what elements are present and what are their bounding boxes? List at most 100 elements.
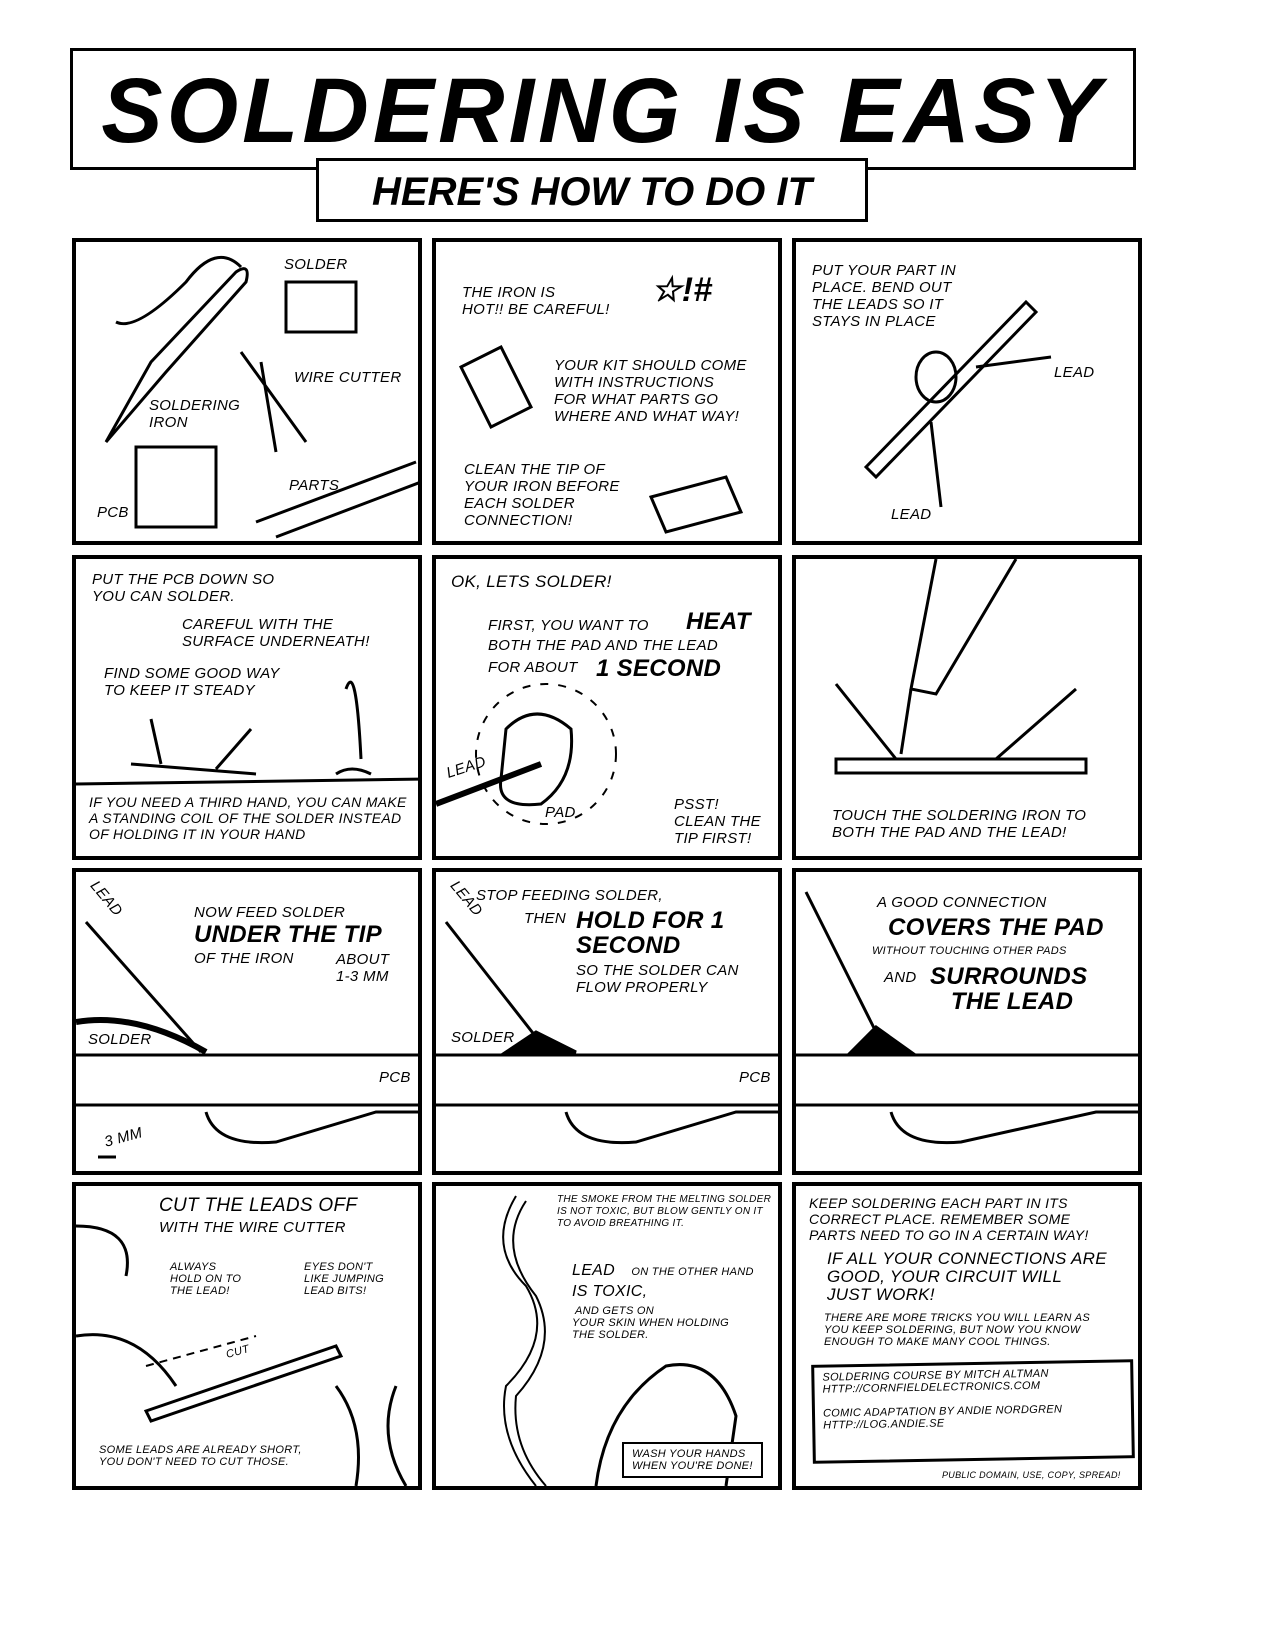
text-if-all-good: IF ALL YOUR CONNECTIONS ARE GOOD, YOUR C… [827, 1249, 1107, 1304]
text-about-mm: ABOUT 1-3 MM [336, 951, 390, 985]
text-lead-word: LEAD [572, 1262, 615, 1279]
panel-touch: TOUCH THE SOLDERING IRON TO BOTH THE PAD… [792, 555, 1142, 860]
cut-illustration [76, 1224, 408, 1486]
panel-feed-solder: LEAD NOW FEED SOLDER UNDER THE TIP OF TH… [72, 868, 422, 1175]
feed-illustration [76, 921, 418, 1159]
panel-tools: SOLDER WIRE CUTTER SOLDERING IRON PARTS … [72, 238, 422, 545]
part-illustration [863, 299, 1052, 508]
panel-safety: THE IRON IS HOT!! BE CAREFUL! ☆!# YOUR K… [432, 238, 782, 545]
pad-icon [499, 712, 574, 807]
instructions-icon [458, 344, 534, 430]
label-lead: LEAD [891, 506, 932, 523]
text-of-iron: OF THE IRON [194, 950, 294, 967]
text-ok-solder: OK, LETS SOLDER! [451, 572, 612, 591]
text-is-toxic: IS TOXIC, [572, 1283, 648, 1300]
safety-illustration [458, 344, 744, 534]
label-pcb: PCB [379, 1069, 411, 1086]
label-lead: LEAD [1054, 364, 1095, 381]
text-touch-iron: TOUCH THE SOLDERING IRON TO BOTH THE PAD… [832, 807, 1087, 841]
label-soldering-iron: SOLDERING IRON [149, 397, 241, 431]
text-one-second: 1 SECOND [596, 655, 722, 682]
credits-box: SOLDERING COURSE BY MITCH ALTMAN HTTP://… [811, 1359, 1135, 1464]
smoke-icon [502, 1195, 539, 1486]
text-iron-hot: THE IRON IS HOT!! BE CAREFUL! [462, 284, 610, 318]
panel-hold: LEAD STOP FEEDING SOLDER, THEN HOLD FOR … [432, 868, 782, 1175]
text-keep-soldering: KEEP SOLDERING EACH PART IN ITS CORRECT … [809, 1195, 1089, 1243]
text-heat: HEAT [686, 608, 751, 635]
label-solder: SOLDER [284, 256, 348, 273]
soldering-iron-icon [104, 267, 249, 443]
text-put-part: PUT YOUR PART IN PLACE. BEND OUT THE LEA… [812, 262, 956, 330]
touch-illustration [834, 559, 1088, 775]
text-hold-second: HOLD FOR 1 SECOND [576, 907, 725, 959]
text-first: FIRST, YOU WANT TO [488, 617, 649, 634]
text-smoke: THE SMOKE FROM THE MELTING SOLDER IS NOT… [557, 1194, 772, 1229]
title-box: SOLDERING IS EASY [70, 48, 1136, 170]
label-solder: SOLDER [451, 1029, 515, 1046]
text-good-connection: A GOOD CONNECTION [877, 894, 1047, 911]
text-surrounds-lead: SURROUNDS THE LEAD [930, 963, 1088, 1015]
connection-illustration [796, 891, 1138, 1145]
wash-hands-note: WASH YOUR HANDS WHEN YOU'RE DONE! [622, 1442, 763, 1478]
text-under-tip: UNDER THE TIP [194, 921, 382, 948]
label-solder: SOLDER [88, 1031, 152, 1048]
hold-illustration [436, 921, 778, 1145]
text-psst: PSST! CLEAN THE TIP FIRST! [674, 796, 761, 847]
exclamation-symbols: ☆!# [651, 271, 713, 309]
text-short-leads: SOME LEADS ARE ALREADY SHORT, YOU DON'T … [99, 1444, 302, 1468]
text-more-tricks: THERE ARE MORE TRICKS YOU WILL LEARN AS … [824, 1312, 1090, 1348]
text-then: THEN [524, 910, 567, 927]
tools-illustration [104, 256, 418, 539]
sponge-icon [648, 475, 744, 534]
text-on-other-hand: ON THE OTHER HAND [628, 1266, 754, 1278]
text-now-feed: NOW FEED SOLDER [194, 904, 346, 921]
pcb-board-icon [863, 299, 1039, 480]
panel-good-connection: A GOOD CONNECTION COVERS THE PAD WITHOUT… [792, 868, 1142, 1175]
text-third-hand: IF YOU NEED A THIRD HAND, YOU CAN MAKE A… [89, 794, 407, 842]
pcb-edge [76, 1053, 418, 1107]
smoke-illustration [502, 1195, 738, 1486]
text-for-about: FOR ABOUT [488, 659, 578, 676]
panel-cut-leads: CUT THE LEADS OFF WITH THE WIRE CUTTER A… [72, 1182, 422, 1490]
parts-icon [255, 460, 418, 539]
lead-wire-icon [436, 761, 543, 807]
pcb-icon [143, 1344, 344, 1423]
page-title: SOLDERING IS EASY [101, 60, 1105, 162]
text-flow: SO THE SOLDER CAN FLOW PROPERLY [576, 962, 739, 996]
text-always-hold: ALWAYS HOLD ON TO THE LEAD! [170, 1261, 242, 1297]
solder-blob-icon [501, 1030, 577, 1054]
panel-heat: OK, LETS SOLDER! FIRST, YOU WANT TO HEAT… [432, 555, 782, 860]
lead-wire-icon [84, 921, 203, 1053]
pcb-down-illustration [76, 680, 418, 786]
heat-illustration [436, 683, 617, 825]
pcb-icon [834, 757, 1088, 775]
text-cut-leads: CUT THE LEADS OFF [159, 1195, 358, 1216]
text-covers-pad: COVERS THE PAD [888, 914, 1104, 941]
panel-place-part: PUT YOUR PART IN PLACE. BEND OUT THE LEA… [792, 238, 1142, 545]
panel-safety-smoke: THE SMOKE FROM THE MELTING SOLDER IS NOT… [432, 1182, 782, 1490]
text-comic-credit: COMIC ADAPTATION BY ANDIE NORDGREN HTTP:… [822, 1403, 1063, 1432]
text-pcb-down: PUT THE PCB DOWN SO YOU CAN SOLDER. [92, 571, 275, 605]
text-gets-on: AND GETS ON YOUR SKIN WHEN HOLDING THE S… [572, 1305, 729, 1341]
wire-cutter-icon [334, 1385, 408, 1486]
solder-spool-icon [284, 280, 358, 334]
label-pcb: PCB [739, 1069, 771, 1086]
text-and: AND [884, 969, 917, 986]
panel-conclusion: KEEP SOLDERING EACH PART IN ITS CORRECT … [792, 1182, 1142, 1490]
label-wire-cutter: WIRE CUTTER [294, 369, 402, 386]
text-kit-instructions: YOUR KIT SHOULD COME WITH INSTRUCTIONS F… [554, 357, 747, 425]
page-subtitle: HERE'S HOW TO DO IT [372, 170, 812, 214]
text-keep-steady: FIND SOME GOOD WAY TO KEEP IT STEADY [104, 665, 280, 699]
solder-wire-icon [76, 1017, 208, 1055]
text-eyes: EYES DON'T LIKE JUMPING LEAD BITS! [304, 1261, 385, 1297]
wire-cutter-icon [239, 351, 308, 453]
label-parts: PARTS [289, 477, 340, 494]
text-public-domain: PUBLIC DOMAIN, USE, COPY, SPREAD! [942, 1470, 1121, 1480]
panel-pcb-down: PUT THE PCB DOWN SO YOU CAN SOLDER. CARE… [72, 555, 422, 860]
hands-icon [594, 1363, 738, 1486]
pcb-icon [134, 445, 218, 529]
label-pcb: PCB [97, 504, 129, 521]
text-both: BOTH THE PAD AND THE LEAD [488, 637, 719, 654]
resistor-icon [204, 1110, 418, 1145]
soldering-iron-icon [909, 559, 1018, 696]
